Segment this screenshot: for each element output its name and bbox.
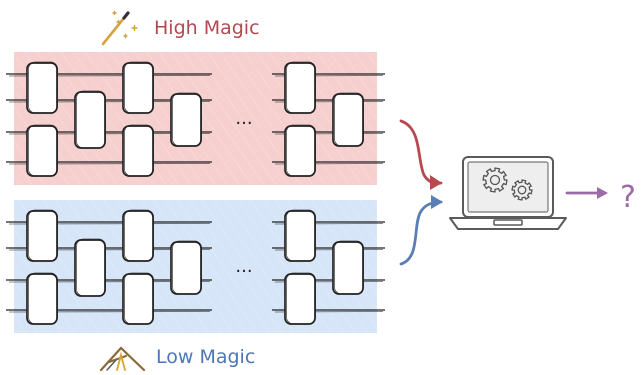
quantum-gate-sketch xyxy=(124,61,154,114)
low-magic-panel xyxy=(6,200,385,333)
quantum-gate-sketch xyxy=(172,240,202,295)
quantum-gate-sketch xyxy=(124,124,154,177)
quantum-gate xyxy=(74,91,106,149)
quantum-gate-sketch xyxy=(334,92,364,147)
quantum-gate xyxy=(26,210,58,262)
quantum-gate-sketch xyxy=(124,209,154,262)
campfire-icon xyxy=(99,346,146,372)
gear-outline xyxy=(511,179,533,201)
quantum-gate xyxy=(284,125,316,177)
quantum-gate-sketch xyxy=(286,61,316,114)
quantum-gate xyxy=(170,93,202,147)
magic-wand-icon xyxy=(101,10,138,46)
quantum-gate xyxy=(332,241,364,295)
gear-hub xyxy=(517,185,527,195)
gear-outline xyxy=(482,167,508,193)
quantum-gate-sketch xyxy=(28,61,58,114)
quantum-gate-sketch xyxy=(28,272,58,325)
laptop-with-gears-icon xyxy=(449,156,567,230)
high-magic-circuit xyxy=(6,61,385,177)
quantum-gate-sketch xyxy=(286,209,316,262)
quantum-gate-sketch xyxy=(28,209,58,262)
low-magic-circuit xyxy=(6,209,385,325)
gear-icon xyxy=(482,167,508,193)
high-magic-arrow xyxy=(399,119,443,190)
low-magic-label: Low Magic xyxy=(156,346,255,368)
ellipsis-top: ... xyxy=(235,108,252,129)
quantum-gate xyxy=(284,210,316,262)
quantum-gate xyxy=(26,62,58,114)
quantum-gate-sketch xyxy=(124,272,154,325)
output-arrow xyxy=(565,187,608,199)
ellipsis-bottom: ... xyxy=(235,256,252,277)
quantum-gate-sketch xyxy=(28,124,58,177)
quantum-gate xyxy=(26,273,58,325)
low-magic-arrow xyxy=(399,195,443,266)
high-magic-label: High Magic xyxy=(154,17,260,39)
gear-icon xyxy=(511,179,533,201)
quantum-gate-sketch xyxy=(286,272,316,325)
quantum-gate xyxy=(122,62,154,114)
quantum-gate xyxy=(26,125,58,177)
quantum-gate-sketch xyxy=(76,238,106,297)
quantum-gate xyxy=(122,210,154,262)
quantum-gate-sketch xyxy=(172,92,202,147)
quantum-gate xyxy=(122,125,154,177)
gear-hub xyxy=(489,174,501,186)
quantum-gate-sketch xyxy=(76,90,106,149)
quantum-gate xyxy=(122,273,154,325)
quantum-gate-sketch xyxy=(286,124,316,177)
quantum-gate xyxy=(332,93,364,147)
quantum-gate-sketch xyxy=(334,240,364,295)
question-mark: ? xyxy=(620,180,636,215)
high-magic-panel xyxy=(6,52,385,185)
quantum-gate xyxy=(170,241,202,295)
quantum-gate xyxy=(284,273,316,325)
quantum-gate xyxy=(284,62,316,114)
quantum-gate xyxy=(74,239,106,297)
